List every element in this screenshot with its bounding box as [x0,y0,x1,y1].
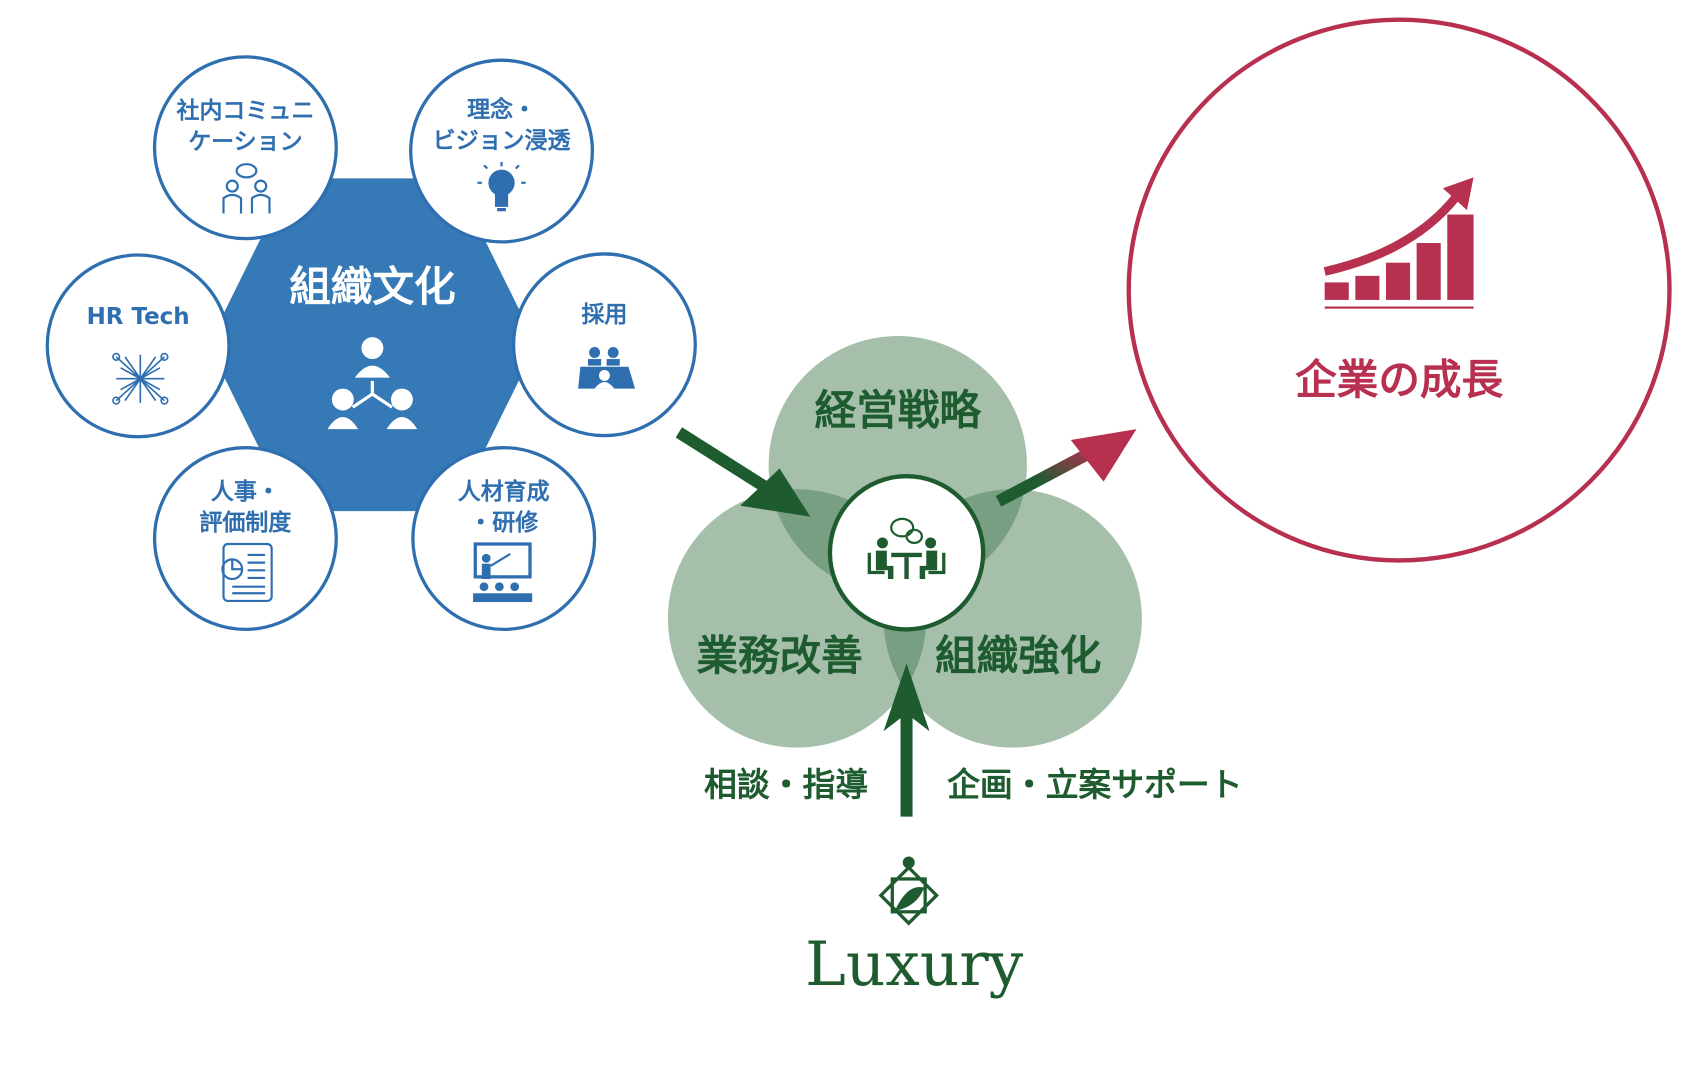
item-label: HR Tech [87,304,190,330]
venn-label-strategy: 経営戦略 [815,386,983,435]
culture-item-hr-tech: HR Tech [45,253,231,439]
item-label: 人材育成 [458,478,550,505]
meeting-center [827,473,986,632]
culture-item-communication: 社内コミュニ ケーション [152,55,338,241]
item-label: ケーション [188,129,302,155]
culture-item-recruitment: 採用 [511,252,697,438]
support-consulting-label: 相談・指導 [704,766,868,804]
item-label: 人事・ [211,479,280,505]
growth-chart-icon [1323,177,1474,309]
item-label: 評価制度 [199,509,291,536]
arrow-culture-to-venn [675,427,811,517]
growth-label: 企業の成長 [1295,355,1503,404]
item-label: ビジョン浸透 [433,128,571,154]
organizational-culture-hexagon: 組織文化 [208,178,537,512]
lightbulb-icon [477,162,526,212]
culture-item-training: 人材育成 ・研修 [411,446,597,632]
meeting-icon [867,517,946,580]
item-label: 社内コミュニ [176,97,314,124]
item-label: 採用 [581,302,627,328]
luxury-emblem-icon [878,856,939,926]
network-icon [112,352,169,405]
venn-label-organization: 組織強化 [935,631,1101,680]
training-presentation-icon [473,542,533,603]
communication-icon [222,163,271,214]
venn-label-improvement: 業務改善 [696,631,862,680]
recruitment-icon [578,346,636,389]
support-planning-label: 企画・立案サポート [947,766,1242,804]
evaluation-document-icon [221,542,273,603]
arrow-luxury-to-venn [883,663,930,817]
luxury-logo: Luxury [805,856,1024,1000]
culture-item-vision: 理念・ ビジョン浸透 [409,58,595,244]
luxury-logo-text: Luxury [805,929,1023,1000]
arrow-venn-to-growth [995,429,1137,507]
culture-item-evaluation: 人事・ 評価制度 [152,446,338,632]
culture-title: 組織文化 [289,262,455,311]
org-hierarchy-icon [327,337,418,430]
company-growth: 企業の成長 [1126,17,1672,563]
item-label: 理念・ [467,96,536,123]
item-label: ・研修 [469,509,539,536]
